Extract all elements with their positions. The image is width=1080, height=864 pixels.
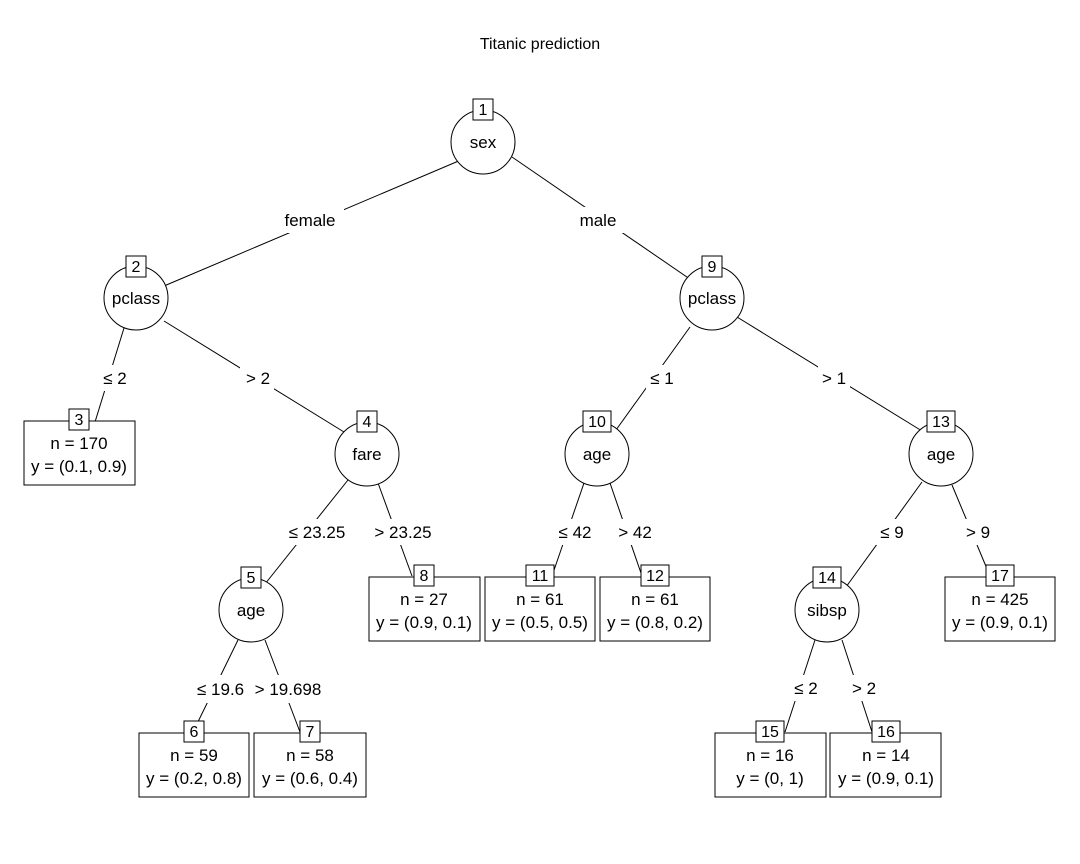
edge-label-age10-gt: > 42 — [618, 523, 652, 542]
leaf-8: 8 n = 27 y = (0.9, 0.1) — [368, 564, 481, 642]
node-4: 4 fare — [334, 410, 400, 487]
node-variable: sibsp — [807, 601, 847, 620]
node-5: 5 age — [218, 566, 284, 643]
leaf-n: n = 59 — [170, 746, 218, 765]
node-variable: fare — [352, 445, 381, 464]
leaf-3: 3 n = 170 y = (0.1, 0.9) — [23, 408, 136, 486]
edge-label-age13-le: ≤ 9 — [880, 523, 904, 542]
leaf-id: 6 — [190, 724, 199, 741]
leaf-y: y = (0.5, 0.5) — [492, 613, 588, 632]
leaf-16: 16 n = 14 y = (0.9, 0.1) — [829, 720, 942, 798]
node-2: 2 pclass — [103, 255, 169, 331]
node-10: 10 age — [564, 410, 630, 487]
leaf-15: 15 n = 16 y = (0, 1) — [714, 720, 827, 798]
node-id: 13 — [932, 414, 950, 431]
leaf-y: y = (0.6, 0.4) — [262, 769, 358, 788]
edge-label-male: male — [580, 211, 617, 230]
edges — [94, 156, 991, 733]
leaf-nodes: 3 n = 170 y = (0.1, 0.9) 6 n = 59 y = (0… — [23, 408, 1056, 798]
leaf-7: 7 n = 58 y = (0.6, 0.4) — [253, 720, 367, 798]
node-id: 10 — [588, 414, 606, 431]
leaf-y: y = (0.9, 0.1) — [952, 613, 1048, 632]
leaf-id: 3 — [75, 412, 84, 429]
node-9: 9 pclass — [679, 255, 745, 331]
node-variable: pclass — [112, 289, 160, 308]
node-variable: age — [927, 445, 955, 464]
edge-label-pclass-gt: > 2 — [246, 369, 270, 388]
node-id: 2 — [132, 259, 141, 276]
node-14: 14 sibsp — [794, 566, 860, 643]
leaf-12: 12 n = 61 y = (0.8, 0.2) — [599, 564, 711, 642]
leaf-y: y = (0, 1) — [736, 769, 804, 788]
node-variable: age — [237, 601, 265, 620]
leaf-id: 16 — [877, 724, 895, 741]
node-id: 4 — [363, 414, 372, 431]
node-1: 1 sex — [450, 98, 516, 175]
leaf-id: 7 — [306, 724, 315, 741]
node-variable: sex — [470, 133, 497, 152]
chart-title: Titanic prediction — [480, 36, 600, 53]
edge-label-pclass9-gt: > 1 — [822, 369, 846, 388]
leaf-n: n = 27 — [400, 590, 448, 609]
leaf-n: n = 425 — [971, 590, 1028, 609]
edge-label-age10-le: ≤ 42 — [559, 523, 592, 542]
leaf-n: n = 170 — [50, 434, 107, 453]
edge-label-pclass-le: ≤ 2 — [103, 369, 127, 388]
leaf-id: 17 — [991, 568, 1009, 585]
edge-label-fare-le: ≤ 23.25 — [289, 523, 346, 542]
leaf-n: n = 58 — [286, 746, 334, 765]
leaf-n: n = 61 — [516, 590, 564, 609]
edge-label-female: female — [284, 211, 335, 230]
leaf-y: y = (0.9, 0.1) — [376, 613, 472, 632]
edge-label-sibsp-le: ≤ 2 — [794, 679, 818, 698]
leaf-y: y = (0.8, 0.2) — [607, 613, 703, 632]
node-variable: age — [583, 445, 611, 464]
node-id: 1 — [479, 102, 488, 119]
inner-nodes: 1 sex 2 pclass 4 fare 5 age 9 pclass — [103, 98, 974, 643]
node-id: 9 — [708, 259, 717, 276]
edge-label-fare-gt: > 23.25 — [374, 523, 431, 542]
edge-label-sibsp-gt: > 2 — [852, 679, 876, 698]
leaf-n: n = 14 — [862, 746, 910, 765]
leaf-id: 8 — [420, 568, 429, 585]
node-id: 14 — [818, 570, 836, 587]
leaf-n: n = 16 — [746, 746, 794, 765]
node-13: 13 age — [908, 410, 974, 487]
leaf-6: 6 n = 59 y = (0.2, 0.8) — [138, 720, 250, 798]
edge-label-age5-gt: > 19.698 — [255, 680, 322, 699]
leaf-n: n = 61 — [631, 590, 679, 609]
leaf-11: 11 n = 61 y = (0.5, 0.5) — [484, 564, 596, 642]
edge-label-pclass9-le: ≤ 1 — [650, 369, 674, 388]
leaf-y: y = (0.1, 0.9) — [31, 457, 127, 476]
leaf-y: y = (0.2, 0.8) — [146, 769, 242, 788]
edge-label-age5-le: ≤ 19.698 — [197, 680, 263, 699]
leaf-y: y = (0.9, 0.1) — [838, 769, 934, 788]
node-variable: pclass — [688, 289, 736, 308]
edge-labels: female male ≤ 2 > 2 ≤ 23.25 > 23.25 ≤ 19… — [98, 207, 994, 703]
leaf-id: 11 — [532, 568, 549, 585]
edge-label-age13-gt: > 9 — [966, 523, 990, 542]
leaf-17: 17 n = 425 y = (0.9, 0.1) — [944, 564, 1056, 642]
node-id: 5 — [247, 570, 256, 587]
leaf-id: 15 — [761, 724, 779, 741]
leaf-id: 12 — [646, 568, 664, 585]
